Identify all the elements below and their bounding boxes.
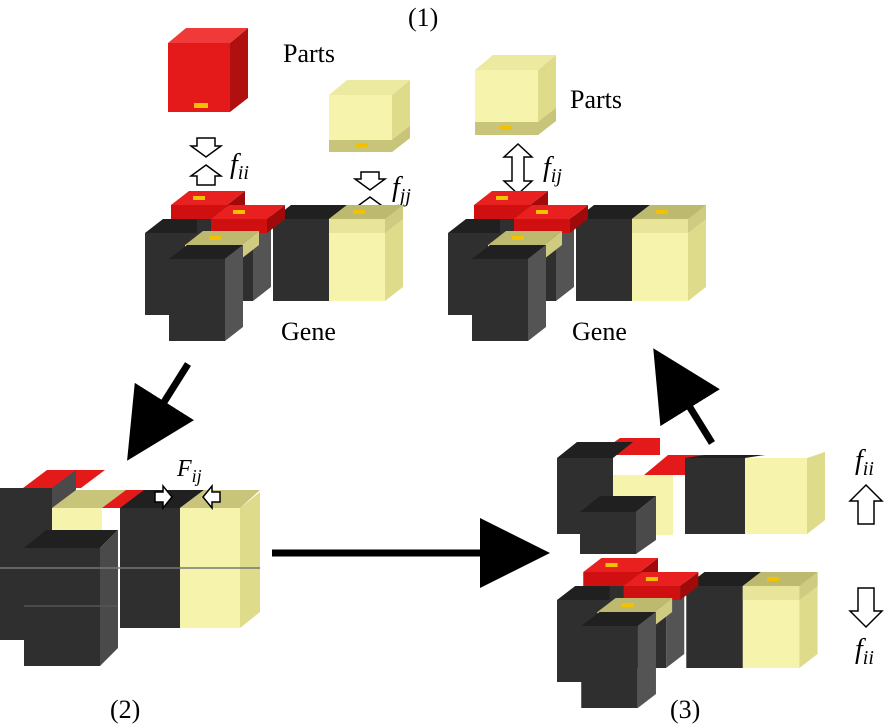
force-label-fii-down: fii (855, 634, 874, 669)
step-label-3: (3) (670, 695, 700, 724)
right-arrow-icon (154, 483, 173, 511)
red-part-cube (168, 28, 248, 112)
upper-strand-step3 (557, 438, 825, 554)
arrow-to-step1 (653, 348, 720, 445)
arrow-to-step2 (127, 362, 195, 461)
gene-label-left: Gene (281, 317, 336, 346)
step-label-2: (2) (110, 695, 140, 724)
down-arrow-icon (848, 587, 884, 629)
up-arrow-icon (188, 164, 224, 186)
gene-assembly-left (145, 191, 403, 341)
double-arrow-icon (502, 142, 534, 196)
force-label-fjj: fjj (392, 172, 411, 207)
down-arrow-icon (352, 171, 388, 191)
force-label-Fij: Fij (176, 456, 202, 486)
gene-label-right: Gene (572, 317, 627, 346)
step-label-1: (1) (408, 3, 438, 32)
yellow-part-cube-left (329, 80, 410, 152)
force-label-fij: fij (543, 152, 562, 187)
down-arrow-icon (188, 137, 224, 158)
yellow-part-cube-right (475, 55, 556, 135)
force-label-fii-up: fii (855, 445, 874, 480)
parts-label-left: Parts (283, 39, 335, 68)
lower-strand-step3 (557, 558, 818, 708)
parts-label-right: Parts (570, 85, 622, 114)
assembly-step2 (0, 470, 260, 666)
force-label-fii-top: fii (230, 149, 249, 184)
left-arrow-icon (202, 483, 221, 511)
up-arrow-icon (848, 483, 884, 525)
